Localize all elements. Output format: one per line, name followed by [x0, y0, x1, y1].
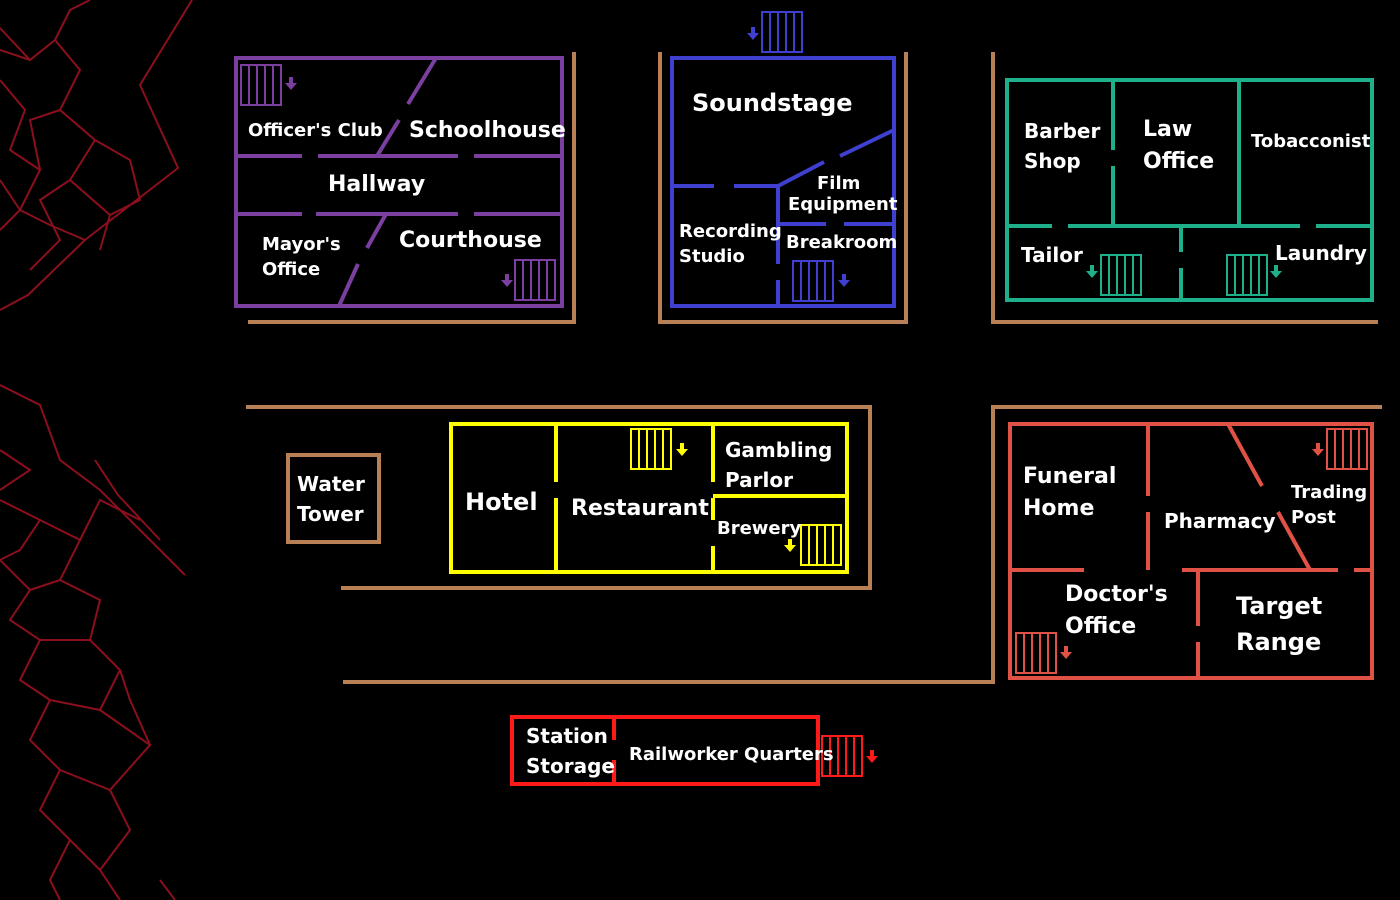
room-schoolhouse: Schoolhouse	[409, 118, 566, 143]
water-tower-line2: Tower	[297, 502, 364, 526]
staircase-icon	[760, 10, 804, 54]
room-funeral-home-line1: Funeral	[1023, 464, 1116, 489]
room-laundry: Laundry	[1275, 241, 1367, 265]
arrow-down-icon	[784, 539, 796, 552]
room-mayors-office-line1: Mayor's	[262, 234, 341, 255]
arrow-down-icon	[747, 27, 759, 40]
staircase-icon	[791, 259, 835, 303]
studio-building	[670, 10, 896, 308]
crack-decoration	[0, 0, 193, 900]
room-mayors-office-line2: Office	[262, 259, 320, 280]
road-boundaries	[246, 52, 1382, 684]
shops-building	[1005, 78, 1374, 302]
arrow-down-icon	[866, 750, 878, 763]
room-soundstage: Soundstage	[692, 89, 853, 117]
room-hotel: Hotel	[465, 488, 538, 516]
arrow-down-icon	[1060, 646, 1072, 659]
arrow-down-icon	[285, 77, 297, 90]
room-doctors-office-line2: Office	[1065, 614, 1136, 639]
civic-building	[234, 56, 564, 308]
room-railworker-quarters: Railworker Quarters	[629, 744, 834, 765]
room-funeral-home-line2: Home	[1023, 496, 1094, 521]
arrow-down-icon	[838, 274, 850, 287]
room-film-equipment-line2: Equipment	[788, 194, 898, 215]
staircase-icon	[799, 523, 843, 567]
staircase-icon	[239, 63, 283, 107]
room-target-range-line1: Target	[1236, 592, 1322, 620]
room-pharmacy: Pharmacy	[1164, 509, 1275, 533]
arrow-down-icon	[501, 274, 513, 287]
room-doctors-office-line1: Doctor's	[1065, 582, 1168, 607]
room-officers-club: Officer's Club	[248, 120, 383, 141]
room-recording-studio-line2: Studio	[679, 246, 745, 267]
staircase-icon	[513, 258, 557, 302]
room-barber-shop-line1: Barber	[1024, 119, 1100, 143]
room-gambling-parlor-line1: Gambling	[725, 438, 832, 462]
water-tower-outline	[286, 453, 381, 544]
staircase-icon	[1325, 427, 1369, 471]
staircase-icon	[629, 427, 673, 471]
room-courthouse: Courthouse	[399, 228, 542, 253]
room-station-storage-line2: Storage	[526, 754, 615, 778]
arrow-down-icon	[676, 443, 688, 456]
room-law-office-line1: Law	[1143, 117, 1192, 142]
arrow-down-icon	[1312, 443, 1324, 456]
hotel-building	[449, 422, 849, 574]
arrow-down-icon	[1270, 265, 1282, 278]
room-trading-post-line2: Post	[1291, 507, 1336, 528]
room-trading-post-line1: Trading	[1291, 482, 1367, 503]
water-tower-line1: Water	[297, 472, 365, 496]
room-station-storage-line1: Station	[526, 724, 608, 748]
medical-building	[1008, 422, 1374, 680]
staircase-icon	[1225, 253, 1269, 297]
staircase-icon	[1099, 253, 1143, 297]
room-breakroom: Breakroom	[786, 232, 897, 253]
room-hallway: Hallway	[328, 172, 425, 197]
room-recording-studio-line1: Recording	[679, 221, 782, 242]
room-gambling-parlor-line2: Parlor	[725, 468, 793, 492]
room-tailor: Tailor	[1021, 243, 1083, 267]
room-barber-shop-line2: Shop	[1024, 149, 1081, 173]
room-restaurant: Restaurant	[571, 496, 709, 521]
arrow-down-icon	[1086, 265, 1098, 278]
staircase-icon	[1014, 631, 1058, 675]
room-law-office-line2: Office	[1143, 149, 1214, 174]
room-tobacconist: Tobacconist	[1251, 131, 1371, 152]
room-target-range-line2: Range	[1236, 628, 1321, 656]
station-building	[510, 715, 878, 786]
room-film-equipment-line1: Film	[817, 173, 860, 194]
room-brewery: Brewery	[717, 518, 802, 539]
